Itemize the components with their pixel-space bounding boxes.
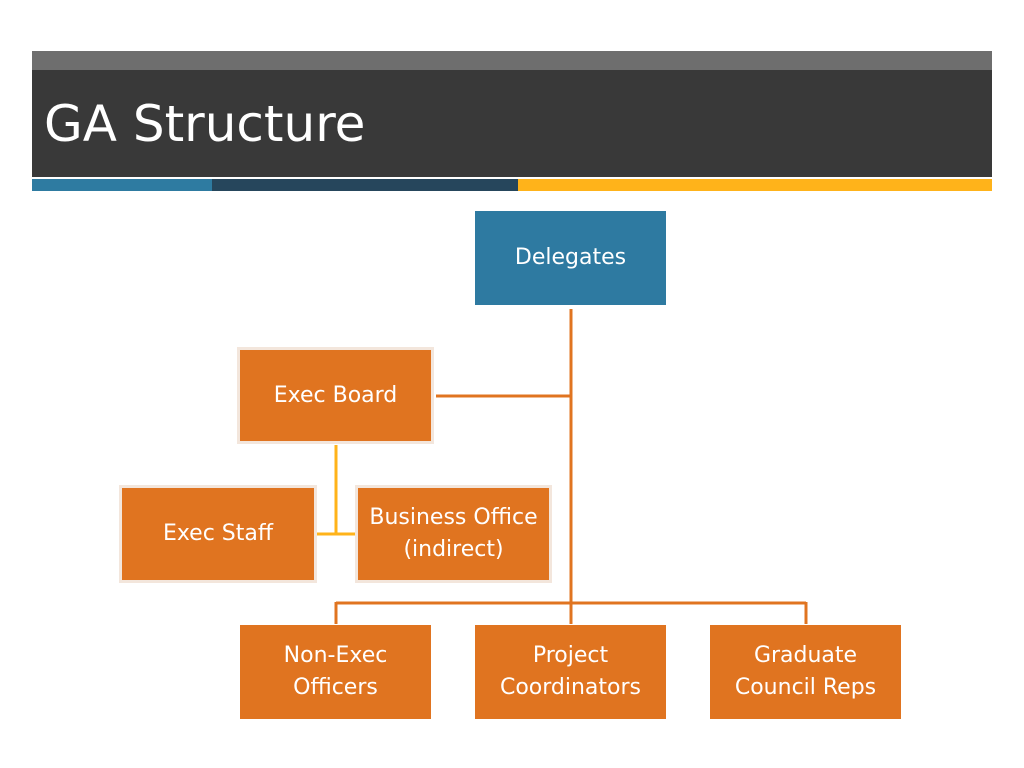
node-project-coordinators-label-line1: Project bbox=[532, 643, 609, 668]
node-exec-staff-label: Exec Staff bbox=[162, 521, 274, 546]
accent-stripe-gold bbox=[518, 179, 992, 191]
node-graduate-council-reps: Graduate Council Reps bbox=[710, 625, 901, 719]
node-exec-staff: Exec Staff bbox=[119, 485, 317, 583]
node-business-office-label-line2: (indirect) bbox=[403, 537, 504, 562]
node-delegates-label: Delegates bbox=[514, 245, 627, 270]
node-business-office-label-line1: Business Office bbox=[369, 505, 538, 530]
node-delegates: Delegates bbox=[475, 211, 666, 305]
node-graduate-council-reps-label-line2: Council Reps bbox=[734, 675, 877, 700]
node-exec-board-label: Exec Board bbox=[273, 382, 398, 408]
node-project-coordinators-label-line2: Coordinators bbox=[499, 675, 642, 700]
accent-stripe-blue bbox=[32, 179, 212, 191]
node-non-exec-officers: Non-Exec Officers bbox=[240, 625, 431, 719]
node-non-exec-officers-label-line2: Officers bbox=[293, 675, 378, 700]
title-bar: GA Structure bbox=[32, 70, 992, 177]
title-top-band bbox=[32, 51, 992, 70]
node-project-coordinators: Project Coordinators bbox=[475, 625, 666, 719]
slide-title: GA Structure bbox=[44, 95, 366, 153]
node-non-exec-officers-label-line1: Non-Exec bbox=[283, 643, 388, 668]
node-exec-board: Exec Board bbox=[237, 347, 434, 444]
accent-stripe-navy bbox=[212, 179, 518, 191]
node-graduate-council-reps-label-line1: Graduate bbox=[753, 643, 858, 668]
node-business-office: Business Office (indirect) bbox=[355, 485, 552, 583]
